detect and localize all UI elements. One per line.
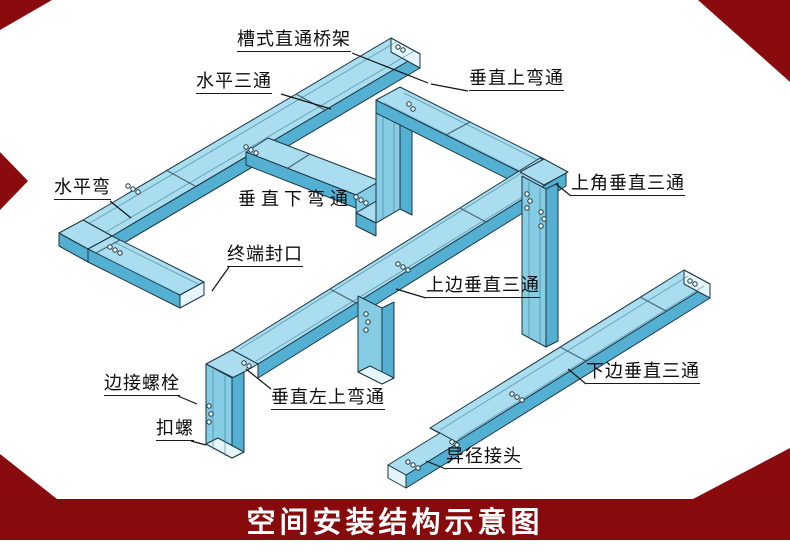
label-upper-side-vertical-tee: 上边垂直三通 [426,276,540,298]
label-edge-connect-bolt: 边接螺栓 [104,374,180,396]
label-vertical-left-up-bend: 垂直左上弯通 [271,388,385,410]
label-upper-corner-vertical-tee: 上角垂直三通 [571,174,685,196]
tray-upper-side-tee-post [357,295,395,385]
corner-bottom-left [0,454,57,499]
label-terminal-seal: 终端封口 [227,245,303,267]
tray-left-up-bend-post [205,349,259,459]
corner-top-right [698,0,790,82]
label-trough-straight-bridge: 槽式直通桥架 [237,30,351,52]
tray-run-lower-diagonal [387,269,711,489]
label-reducer-joint: 异径接头 [446,447,522,469]
bolt-clusters [107,44,698,471]
corner-decorations [0,0,790,499]
label-vertical-up-bend: 垂直上弯通 [469,69,564,91]
label-horizontal-tee: 水平三通 [196,72,272,94]
label-vertical-down-bend: 垂直下弯通 [238,189,353,209]
leader-lines [109,52,587,470]
label-horizontal-bend: 水平弯 [54,178,111,200]
caption-banner: 空间安装结构示意图 [0,499,790,540]
corner-top-left [0,0,52,30]
tray-upper-corner-vertical-drop [519,158,569,348]
label-lower-side-vertical-tee: 下边垂直三通 [586,362,700,384]
label-buckle-screw: 扣螺 [156,419,194,441]
corner-bottom-right [693,448,790,499]
joint-seams [95,93,667,362]
corner-left-middle [0,152,28,210]
caption-title: 空间安装结构示意图 [246,506,544,539]
